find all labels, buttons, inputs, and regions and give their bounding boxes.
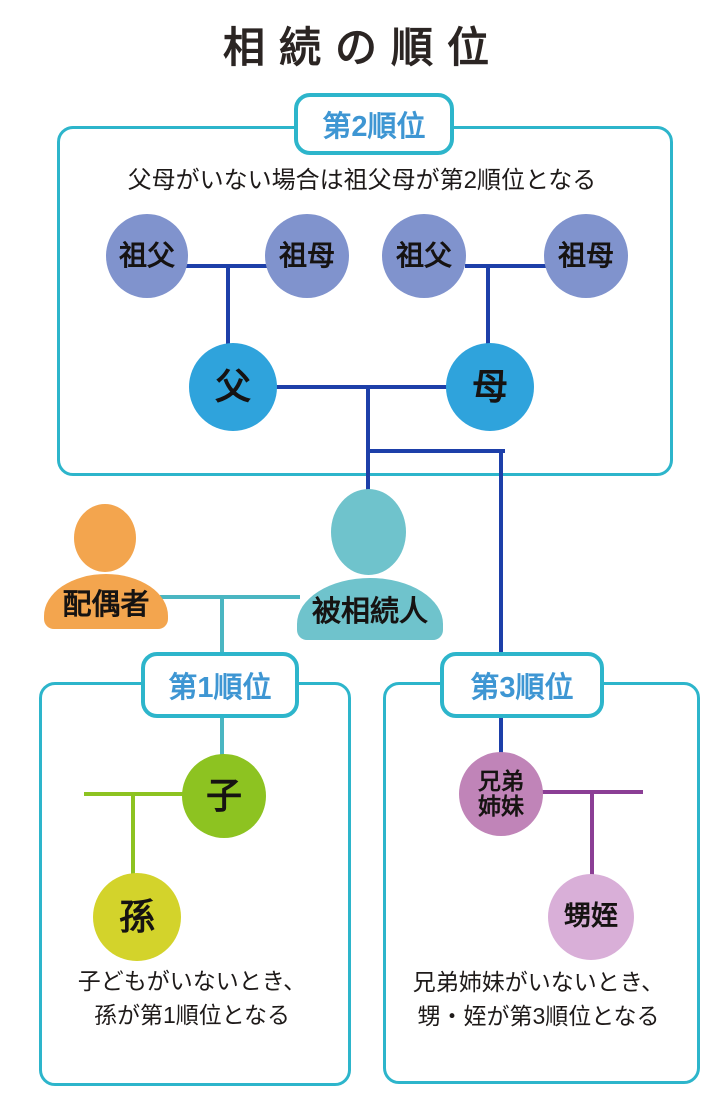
rank2-label: 第2順位 <box>294 93 454 155</box>
siblings-label-line1: 兄弟 <box>478 768 524 795</box>
grandfather1-label: 祖父 <box>118 239 175 271</box>
line-branch-rank3-horizontal <box>366 449 505 453</box>
grandmother2-label: 祖母 <box>557 239 614 271</box>
line-grandparents2-horizontal <box>465 264 547 268</box>
grandchild-circle: 孫 <box>93 873 181 961</box>
mother-circle: 母 <box>446 343 534 431</box>
spouse-label: 配偶者 <box>62 588 150 621</box>
mother-label: 母 <box>471 365 508 407</box>
line-spouse-horizontal <box>160 595 300 599</box>
line-siblings-to-nephew <box>590 790 594 876</box>
rank3-label-text: 第3順位 <box>470 672 574 704</box>
rank1-note-line1: 子どもがいないとき、 <box>77 968 307 994</box>
grandchild-label: 孫 <box>118 895 155 937</box>
line-branch-rank3-vertical <box>499 449 503 655</box>
rank3-note: 兄弟姉妹がいないとき、 甥・姪が第3順位となる <box>383 965 694 1033</box>
child-label: 子 <box>205 774 242 816</box>
child-circle: 子 <box>182 754 266 838</box>
father-label: 父 <box>214 365 251 407</box>
decedent-head-icon <box>331 489 406 575</box>
line-parents-to-decedent <box>366 387 370 492</box>
siblings-label-line2: 姉妹 <box>478 793 524 819</box>
siblings-circle: 兄弟 姉妹 <box>459 752 543 836</box>
line-child-to-grandchild <box>131 792 135 877</box>
grandfather2-circle: 祖父 <box>382 214 466 298</box>
grandfather2-label: 祖父 <box>395 239 452 271</box>
rank1-label: 第1順位 <box>141 652 299 718</box>
nephew-niece-circle: 甥姪 <box>548 874 634 960</box>
rank2-label-text: 第2順位 <box>322 111 426 143</box>
rank3-note-line1: 兄弟姉妹がいないとき、 <box>412 969 665 995</box>
line-rank1label-to-child <box>220 710 224 760</box>
page-title: 相続の順位 <box>222 24 503 71</box>
rank2-description: 父母がいない場合は祖父母が第2順位となる <box>127 167 597 194</box>
rank3-label: 第3順位 <box>440 652 604 718</box>
spouse-body-icon: 配偶者 <box>44 574 168 629</box>
decedent-body-icon: 被相続人 <box>297 578 443 640</box>
grandmother1-label: 祖母 <box>278 239 335 271</box>
line-grandparents1-to-father <box>226 266 230 347</box>
rank3-note-line2: 甥・姪が第3順位となる <box>417 1003 660 1029</box>
rank1-note: 子どもがいないとき、 孫が第1順位となる <box>39 964 345 1032</box>
line-couple-to-rank1label <box>220 597 224 655</box>
father-circle: 父 <box>189 343 277 431</box>
decedent-label: 被相続人 <box>311 596 428 628</box>
spouse-head-icon <box>74 504 136 572</box>
rank1-label-text: 第1順位 <box>168 672 272 704</box>
line-rank3label-to-siblings <box>499 710 503 758</box>
rank1-note-line2: 孫が第1順位となる <box>93 1002 291 1028</box>
grandfather1-circle: 祖父 <box>106 214 188 298</box>
line-parents-horizontal <box>275 385 449 389</box>
line-grandparents2-to-mother <box>486 266 490 347</box>
nephew-niece-label: 甥姪 <box>564 901 618 932</box>
grandmother2-circle: 祖母 <box>544 214 628 298</box>
grandmother1-circle: 祖母 <box>265 214 349 298</box>
